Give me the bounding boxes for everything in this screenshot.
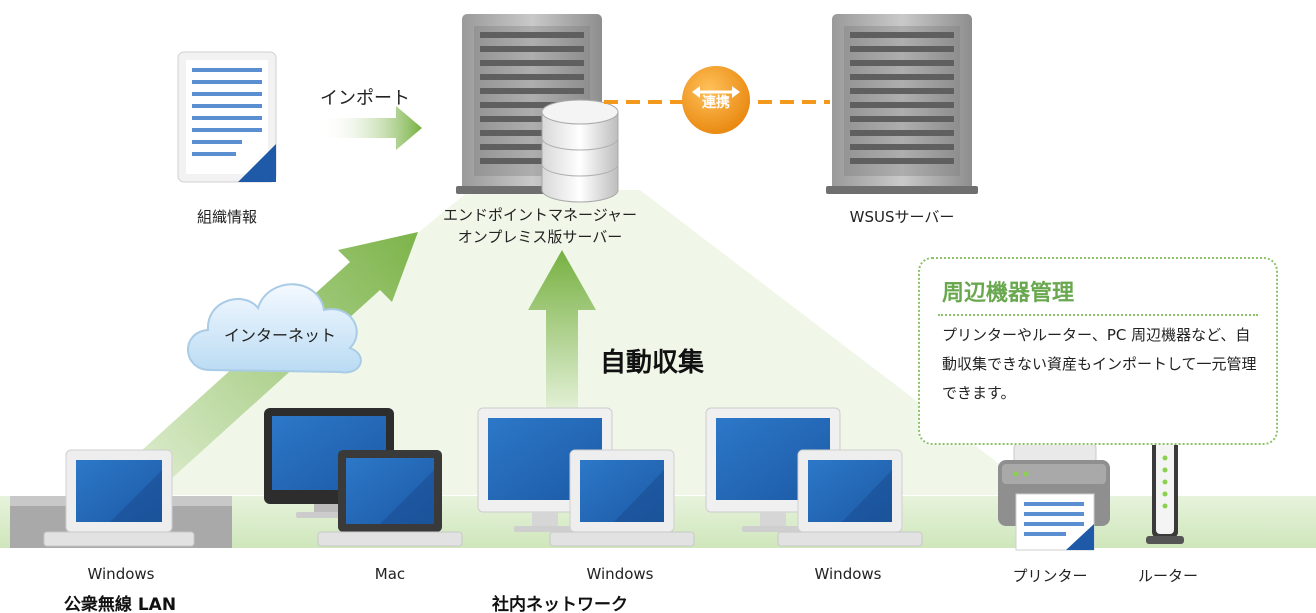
laptop-icon-right <box>777 449 923 547</box>
org-info-label: 組織情報 <box>196 208 257 226</box>
server-label-line2: オンプレミス版サーバー <box>457 228 623 246</box>
wsus-server-icon <box>826 14 978 194</box>
windows-center-label: Windows <box>586 565 654 583</box>
import-label: インポート <box>320 88 410 109</box>
mac-laptop-icon <box>317 450 463 547</box>
router-label: ルーター <box>1137 567 1198 585</box>
laptop-icon <box>43 449 195 547</box>
cloud-icon <box>187 283 362 374</box>
laptop-icon-center <box>549 449 695 547</box>
server-label-line1: エンドポイントマネージャー <box>443 206 637 224</box>
mac-label: Mac <box>374 565 406 583</box>
wsus-label: WSUSサーバー <box>849 208 955 226</box>
windows-right-label: Windows <box>814 565 882 583</box>
public-lan-label: 公衆無線 LAN <box>63 595 177 613</box>
callout-body: プリンターやルーター、PC 周辺機器など、自動収集できない資産もインポートして一… <box>942 326 1257 402</box>
internet-label: インターネット <box>223 326 336 345</box>
internal-network-label: 社内ネットワーク <box>492 595 628 613</box>
callout-divider <box>938 314 1258 316</box>
auto-collect-label: 自動収集 <box>600 348 705 378</box>
link-icon <box>682 66 750 134</box>
peripheral-callout: 周辺機器管理 プリンターやルーター、PC 周辺機器など、自動収集できない資産もイ… <box>918 257 1278 445</box>
document-icon <box>177 51 277 183</box>
printer-label: プリンター <box>1012 567 1088 585</box>
callout-title: 周辺機器管理 <box>942 281 1075 306</box>
link-label: 連携 <box>702 95 730 111</box>
windows-public-label: Windows <box>87 565 155 583</box>
database-icon <box>541 99 619 203</box>
